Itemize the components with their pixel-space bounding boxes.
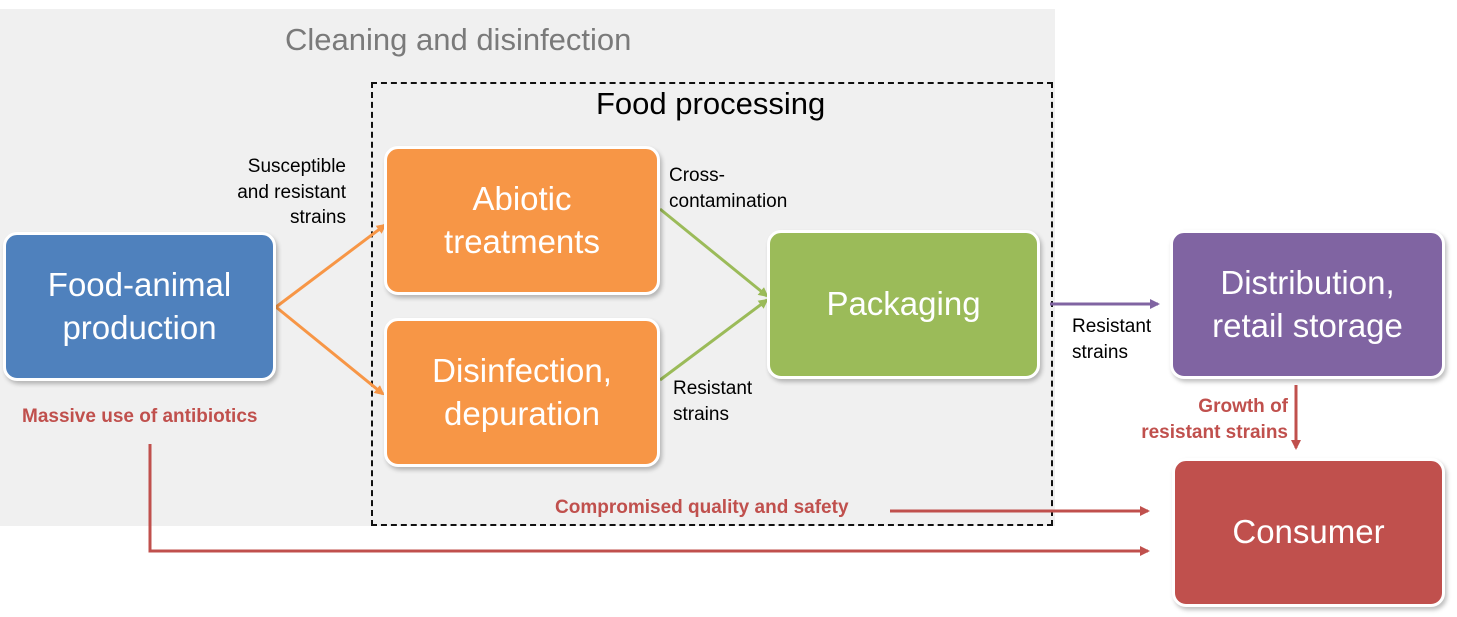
compromised-quality-safety-label: Compromised quality and safety — [555, 497, 849, 518]
arrow-disinfection-to-packaging — [659, 298, 769, 382]
arrow-to-abiotic — [275, 223, 387, 309]
massive-use-of-antibiotics-label: Massive use of antibiotics — [22, 406, 258, 427]
abiotic-treatments-label: Abiotic treatments — [444, 179, 600, 260]
consumer-label: Consumer — [1232, 513, 1385, 551]
resistant-strains-label-distribution: Resistant strains — [1072, 316, 1152, 363]
distribution-retail-storage-node: Distribution, retail storage — [1170, 230, 1445, 379]
cross-contamination-label: Cross- contamination — [669, 165, 788, 212]
disinfection-depuration-node: Disinfection, depuration — [384, 318, 660, 467]
resistant-strains-label-disinfection: Resistant strains — [673, 378, 753, 425]
arrow-abiotic-to-packaging — [659, 207, 769, 298]
arrow-antibiotics-to-consumer — [148, 444, 1150, 556]
susceptible-resistant-strains-label: Susceptible and resistant strains — [237, 156, 346, 229]
packaging-label: Packaging — [826, 285, 981, 323]
disinfection-depuration-label: Disinfection, depuration — [432, 351, 612, 432]
consumer-node: Consumer — [1172, 458, 1445, 607]
arrow-to-disinfection — [275, 305, 385, 396]
cleaning-disinfection-title: Cleaning and disinfection — [285, 22, 632, 57]
food-animal-production-label: Food-animal production — [47, 265, 232, 346]
abiotic-treatments-node: Abiotic treatments — [384, 146, 660, 295]
food-animal-production-node: Food-animal production — [3, 232, 276, 381]
packaging-node: Packaging — [767, 230, 1040, 379]
distribution-retail-storage-label: Distribution, retail storage — [1212, 263, 1403, 344]
growth-of-resistant-strains-label: Growth of resistant strains — [1141, 396, 1288, 443]
food-processing-title: Food processing — [596, 86, 826, 121]
